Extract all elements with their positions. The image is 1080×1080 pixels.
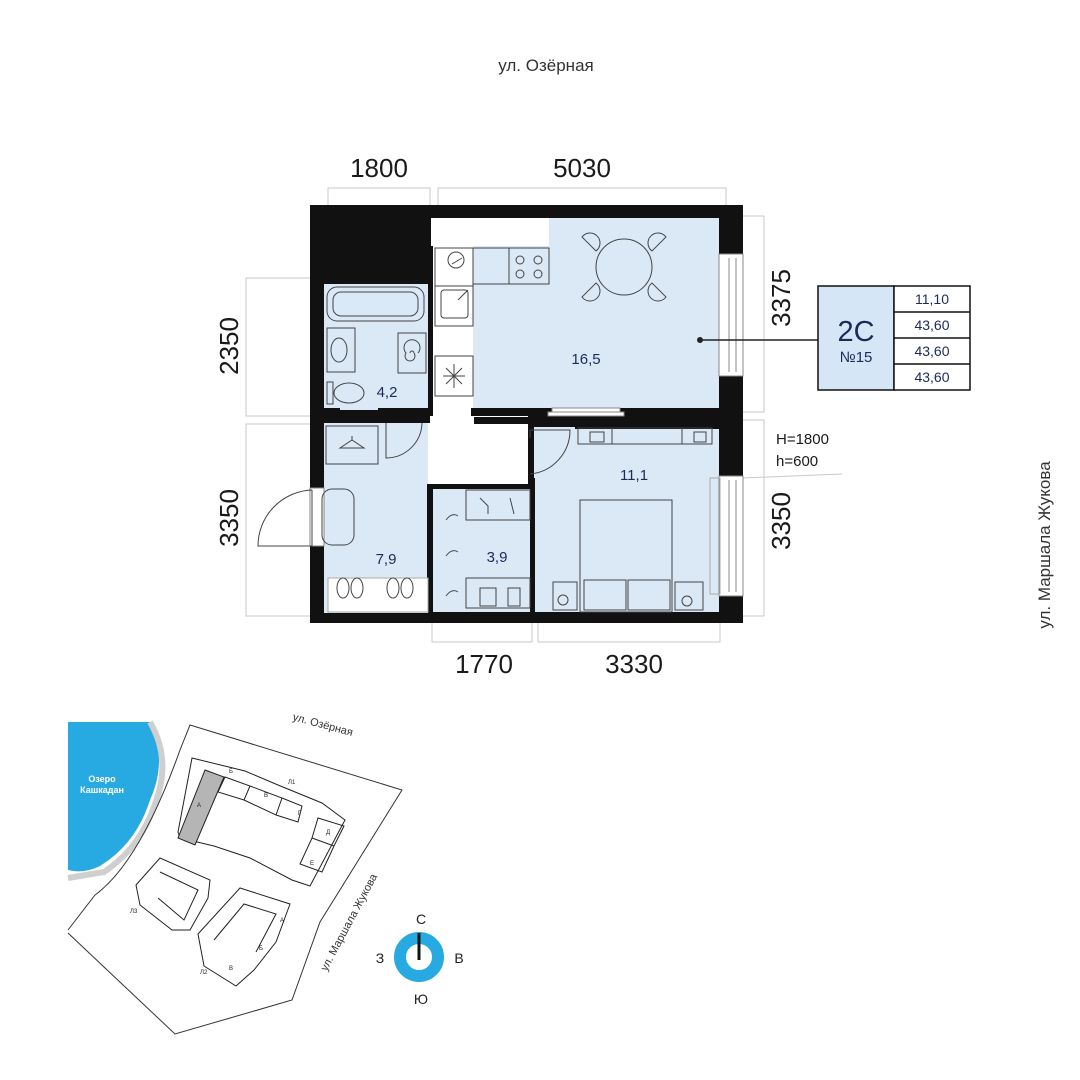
label-b: Б — [229, 769, 233, 775]
label-g: Г — [298, 811, 302, 817]
lake-name-1: Озеро — [88, 774, 116, 784]
label-l2: Л2 — [200, 970, 208, 976]
lake-shape — [68, 722, 159, 872]
area-bedroom: 11,1 — [620, 467, 648, 484]
label-d: Д — [326, 830, 330, 836]
hallway-fixtures — [321, 425, 414, 599]
compass-south: Ю — [414, 991, 428, 1007]
kitchen-furniture — [434, 247, 550, 397]
balcony-door — [257, 487, 325, 547]
apartment-number: №15 — [840, 349, 873, 366]
compass-west: З — [376, 950, 384, 966]
dim-top-left: 1800 — [350, 153, 408, 183]
label-e: Е — [310, 861, 314, 867]
room-wardrobe — [432, 488, 531, 612]
corridor-fill — [428, 416, 528, 488]
site-street-right: ул. Маршала Жукова — [319, 871, 381, 973]
window-height-note: H=1800 — [776, 431, 829, 448]
apartment-info-block — [817, 285, 971, 391]
bathroom-fixtures — [326, 286, 427, 405]
area-hallway: 7,9 — [376, 551, 397, 568]
label-v2: В — [229, 966, 233, 972]
street-right-label: ул. Маршала Жукова — [1035, 461, 1054, 629]
apartment-value-4: 43,60 — [914, 369, 949, 385]
compass-north: С — [416, 911, 426, 927]
room-bathroom — [324, 284, 428, 410]
label-l1: Л1 — [288, 780, 296, 786]
area-bathroom: 4,2 — [377, 384, 398, 401]
room-kitchen-living — [549, 218, 719, 408]
window-sill-note: h=600 — [776, 453, 818, 470]
label-l3: Л3 — [130, 909, 138, 915]
dim-left-bottom: 3350 — [214, 489, 244, 547]
info-pointer-dot — [697, 337, 703, 343]
label-a2: А — [280, 918, 284, 924]
apartment-type: 2С — [837, 316, 874, 348]
dim-right-top: 3375 — [766, 269, 796, 327]
wardrobe-fixtures — [445, 489, 531, 609]
apartment-value-3: 43,60 — [914, 343, 949, 359]
label-b2: Б — [259, 946, 263, 952]
label-a: А — [197, 803, 201, 809]
site-plan: Озеро Кашкадан ул. Озёрная ул. Маршала Ж… — [67, 711, 403, 1035]
lake-name-2: Кашкадан — [80, 785, 124, 795]
highlighted-section — [177, 769, 225, 846]
interior-walls — [324, 246, 719, 612]
dim-top-right: 5030 — [553, 153, 611, 183]
area-kitchen-living: 16,5 — [571, 351, 600, 368]
dimension-lines — [245, 187, 843, 643]
dim-right-bottom: 3350 — [766, 492, 796, 550]
dim-bottom-right: 3330 — [605, 649, 663, 679]
apartment-value-2: 43,60 — [914, 317, 949, 333]
label-v: В — [264, 793, 268, 799]
compass-east: В — [454, 950, 463, 966]
interior-doors — [385, 422, 571, 475]
area-wardrobe: 3,9 — [487, 549, 508, 566]
apartment-value-1: 11,10 — [915, 291, 949, 307]
bedroom-fixtures — [552, 427, 713, 613]
compass — [394, 932, 444, 982]
windows — [327, 253, 744, 613]
site-street-top: ул. Озёрная — [291, 711, 354, 739]
dim-left-top: 2350 — [214, 317, 244, 375]
room-kitchen-zone — [473, 246, 549, 408]
dining-table — [581, 232, 667, 302]
dim-bottom-left: 1770 — [455, 649, 513, 679]
street-top-label: ул. Озёрная — [498, 56, 593, 75]
